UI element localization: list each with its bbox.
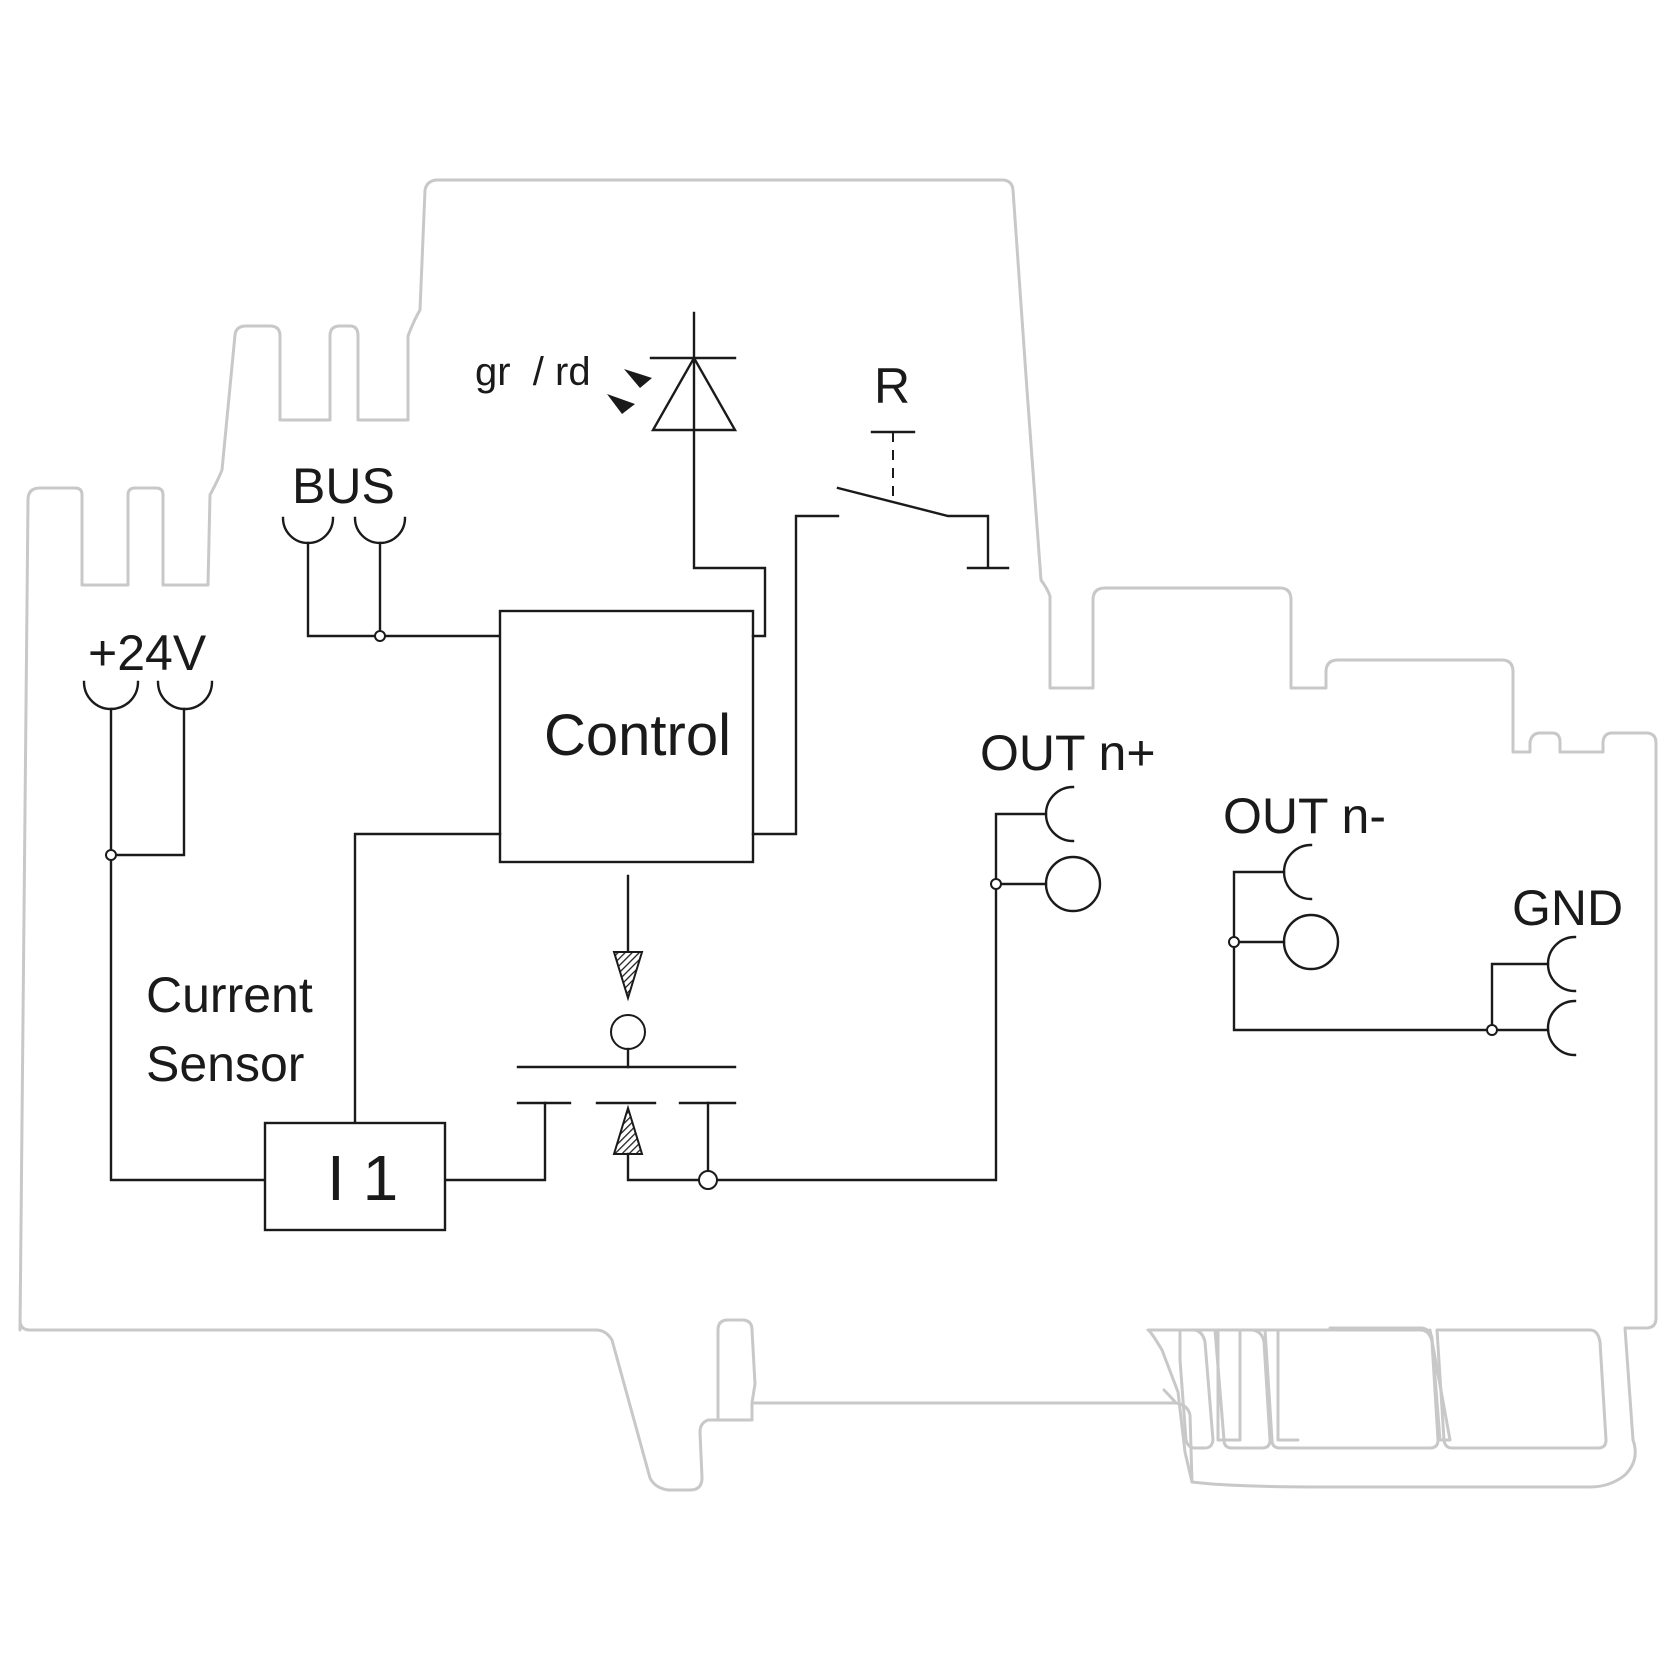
- out-plus-wire: [994, 812, 1048, 886]
- out-minus-terminal-screw: [1282, 913, 1340, 971]
- mosfet-junction: [698, 1170, 718, 1190]
- supply-terminal-1: [82, 680, 140, 711]
- control-block: [498, 609, 755, 864]
- housing-foot-left: [1162, 1388, 1194, 1484]
- control-sensor-wire: [353, 832, 502, 1125]
- out-plus-junction: [990, 878, 1002, 890]
- current-sensor-block: [263, 1121, 447, 1232]
- gnd-wire: [1490, 962, 1550, 1032]
- housing-foot: [1178, 1328, 1608, 1450]
- sensor-label-line2: Sensor: [146, 1036, 304, 1092]
- supply-label: +24V: [88, 625, 207, 681]
- out-plus-terminal-screw: [1044, 855, 1102, 913]
- bus-junction: [374, 630, 386, 642]
- out-minus-wire: [1232, 870, 1494, 1032]
- housing-outline: [18, 178, 1658, 1492]
- bus-terminal-2: [353, 516, 407, 545]
- gnd-junction: [1486, 1024, 1498, 1036]
- gnd-label: GND: [1512, 880, 1623, 936]
- out-minus-junction: [1228, 936, 1240, 948]
- supply-terminal-2: [156, 680, 214, 711]
- led-label: gr / rd: [475, 350, 591, 394]
- mosfet-source-wire: [443, 1101, 547, 1182]
- mosfet-arrow-icon: [612, 1104, 644, 1155]
- out-minus-label: OUT n-: [1223, 788, 1386, 844]
- relay-contact-icon: [836, 486, 1010, 570]
- led-diode-icon: [649, 311, 738, 432]
- bus-wire: [306, 541, 502, 638]
- led-wire: [692, 428, 767, 638]
- led-light-arrow-1: [624, 369, 652, 388]
- sensor-box-label: I 1: [327, 1142, 398, 1214]
- supply-wire: [109, 707, 267, 1182]
- gnd-terminal-1: [1546, 935, 1577, 993]
- control-label: Control: [544, 703, 731, 768]
- bus-label: BUS: [292, 458, 395, 514]
- transistor-gate: [610, 1014, 646, 1050]
- out-minus-terminal-clamp: [1282, 843, 1313, 901]
- gnd-terminal-2: [1546, 999, 1577, 1057]
- drive-arrow-icon: [612, 951, 644, 1002]
- mosfet-icon: [516, 1065, 737, 1105]
- relay-label: R: [874, 358, 910, 414]
- out-plus-label: OUT n+: [980, 725, 1156, 781]
- led-light-arrow-2: [607, 394, 635, 414]
- supply-junction: [105, 849, 117, 861]
- out-plus-terminal-clamp: [1044, 785, 1075, 843]
- bus-terminal-1: [281, 516, 335, 545]
- relay-wire: [751, 514, 840, 836]
- sensor-label-line1: Current: [146, 967, 313, 1023]
- mosfet-drain-wire: [626, 882, 998, 1182]
